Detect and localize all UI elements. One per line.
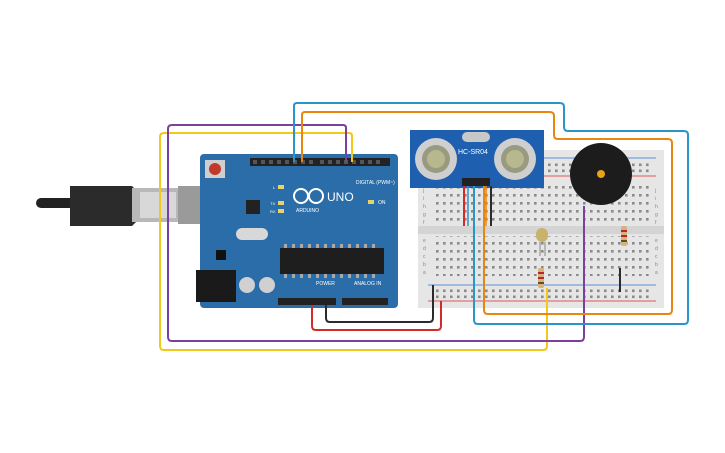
sensor-name: HC-SR04 (458, 149, 488, 156)
digital-header-label: DIGITAL (PWM~) (356, 180, 395, 186)
analog-label: ANALOG IN (354, 281, 382, 287)
on-led-label: ON (378, 200, 386, 206)
wire-purple[interactable] (167, 124, 585, 342)
svg-text:j: j (654, 188, 656, 194)
breadboard-row-letters: j i h g f e d c b a j i h g f e d c b a (422, 188, 658, 276)
led (536, 228, 548, 256)
rx-led-label: RX (270, 209, 276, 214)
wire-orange[interactable] (301, 111, 673, 315)
reset-button-cap[interactable] (209, 163, 221, 175)
tx-led-label: TX (270, 201, 275, 206)
svg-text:i: i (655, 196, 656, 202)
svg-text:f: f (655, 220, 657, 226)
svg-text:e: e (655, 238, 658, 244)
svg-text:j: j (422, 188, 424, 194)
capacitor-2 (259, 277, 275, 293)
svg-text:c: c (655, 254, 658, 260)
piezo-buzzer (570, 143, 632, 205)
hc-sr04-sensor: HC-SR04 (410, 130, 544, 188)
sensor-crystal (462, 132, 490, 142)
svg-text:i: i (423, 196, 424, 202)
arduino-uno-board: DIGITAL (PWM~) UNO ARDUINO ON L TX RX (196, 154, 398, 308)
model-label: UNO (327, 190, 354, 204)
capacitor-1 (239, 277, 255, 293)
crystal (236, 228, 268, 240)
brand-label: ARDUINO (296, 208, 319, 214)
analog-header (342, 298, 388, 305)
l-led-label: L (273, 185, 276, 190)
svg-text:g: g (423, 212, 426, 218)
svg-text:h: h (655, 204, 658, 210)
svg-text:h: h (423, 204, 426, 210)
power-label: POWER (316, 281, 335, 287)
arduino-logo-icon (293, 188, 324, 204)
svg-text:a: a (655, 270, 658, 276)
svg-text:e: e (423, 238, 426, 244)
wire-black[interactable] (325, 285, 434, 323)
usb-chip (246, 200, 260, 214)
svg-text:d: d (423, 246, 426, 252)
resistor-led (538, 268, 544, 288)
power-header (278, 298, 336, 305)
svg-text:g: g (655, 212, 658, 218)
svg-text:d: d (655, 246, 658, 252)
wire-blue-sensor-to-arduino[interactable] (293, 102, 689, 325)
resistor-buzzer (621, 226, 627, 246)
svg-text:b: b (423, 262, 426, 268)
wire-red[interactable] (311, 301, 442, 331)
usb-cable (36, 186, 200, 226)
svg-text:f: f (423, 220, 425, 226)
svg-text:b: b (655, 262, 658, 268)
sensor-pin-header (462, 178, 490, 186)
wire-yellow[interactable] (159, 132, 548, 351)
buzzer-center-icon (597, 170, 605, 178)
svg-text:a: a (423, 270, 426, 276)
svg-text:c: c (423, 254, 426, 260)
atmega-chip (280, 248, 384, 274)
